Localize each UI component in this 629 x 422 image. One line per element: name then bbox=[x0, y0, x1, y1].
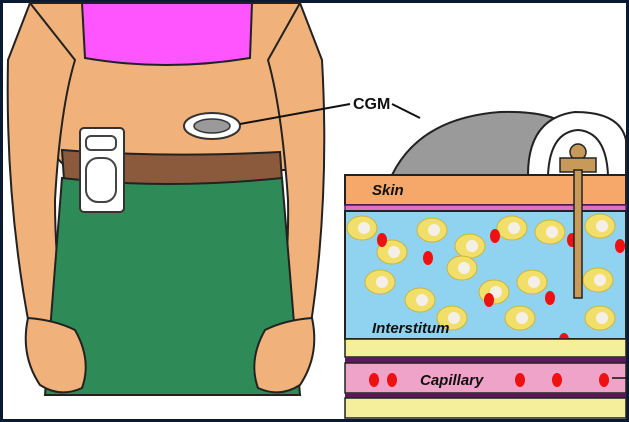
skin-label: Skin bbox=[372, 182, 404, 199]
glucose-molecule bbox=[423, 251, 433, 265]
cell-nucleus bbox=[428, 224, 440, 236]
cell-nucleus bbox=[448, 312, 460, 324]
cell-nucleus bbox=[416, 294, 428, 306]
cell-nucleus bbox=[376, 276, 388, 288]
cell-nucleus bbox=[458, 262, 470, 274]
glucose-molecule bbox=[377, 233, 387, 247]
glucose-molecule bbox=[599, 373, 609, 387]
glucose-molecule bbox=[484, 293, 494, 307]
cell-nucleus bbox=[594, 274, 606, 286]
tissue-band-upper bbox=[345, 339, 626, 357]
cell-nucleus bbox=[596, 220, 608, 232]
cell-nucleus bbox=[516, 312, 528, 324]
interstitium-label: Interstitum bbox=[372, 320, 450, 337]
cell-nucleus bbox=[508, 222, 520, 234]
glucose-molecule bbox=[545, 291, 555, 305]
glucose-molecule bbox=[615, 239, 625, 253]
pump-device bbox=[80, 128, 124, 212]
cell-nucleus bbox=[466, 240, 478, 252]
cell-nucleus bbox=[528, 276, 540, 288]
capillary-label: Capillary bbox=[420, 372, 484, 389]
shirt bbox=[82, 3, 252, 65]
sensor-filament bbox=[574, 170, 582, 298]
cell-nucleus bbox=[596, 312, 608, 324]
cell-nucleus bbox=[358, 222, 370, 234]
cgm-label: CGM bbox=[353, 96, 390, 113]
cell-nucleus bbox=[388, 246, 400, 258]
glucose-molecule bbox=[369, 373, 379, 387]
capillary-layer bbox=[345, 363, 626, 393]
glucose-molecule bbox=[552, 373, 562, 387]
glucose-molecule bbox=[387, 373, 397, 387]
cell-nucleus bbox=[546, 226, 558, 238]
capillary-wall-top bbox=[345, 357, 626, 363]
cgm-sensor-dot bbox=[194, 119, 230, 133]
glucose-molecule bbox=[490, 229, 500, 243]
glucose-molecule bbox=[515, 373, 525, 387]
tissue-band-lower bbox=[345, 398, 626, 418]
